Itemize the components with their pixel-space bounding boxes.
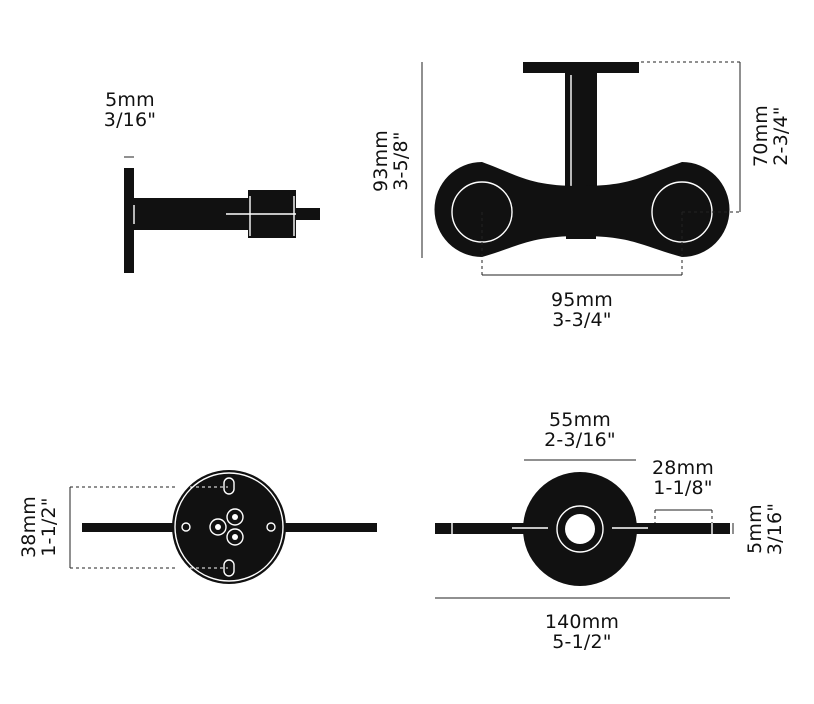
dimension-mm: 5mm <box>744 504 766 554</box>
side-view <box>124 156 320 273</box>
dimension-mm: 38mm <box>18 496 40 558</box>
screw-slot-bottom <box>223 559 235 577</box>
front-hook-body <box>434 162 730 257</box>
side-wall-plate <box>124 168 134 273</box>
dimension-inch: 3-5/8" <box>390 131 412 191</box>
dimension-inch: 5-1/2" <box>552 631 612 653</box>
back-rose-edge <box>174 472 284 582</box>
dimension-mm: 28mm <box>652 457 714 479</box>
pin-hole-left <box>181 522 191 532</box>
dimension-mm: 95mm <box>551 289 613 311</box>
bar-thickness-label: 5mm 3/16" <box>744 489 787 569</box>
dimension-inch: 1-1/8" <box>653 477 713 499</box>
dimension-inch: 2-3/4" <box>770 106 792 166</box>
dimension-inch: 1-1/2" <box>38 497 60 557</box>
top-view <box>435 459 734 599</box>
total-length-label: 140mm 5-1/2" <box>537 612 627 652</box>
front-view <box>421 61 741 276</box>
screw-center <box>232 514 238 520</box>
front-height-label: 93mm 3-5/8" <box>370 121 413 201</box>
front-top-plate <box>523 62 639 73</box>
screw-slot-top <box>223 477 235 495</box>
dimension-inch: 3-3/4" <box>552 309 612 331</box>
screw-head-3 <box>226 528 244 546</box>
screw-center <box>215 524 221 530</box>
dimension-inch: 3/16" <box>103 109 157 131</box>
pin-hole-right <box>266 522 276 532</box>
front-projection-label: 70mm 2-3/4" <box>750 96 793 176</box>
back-rose <box>172 470 286 584</box>
dimension-mm: 55mm <box>549 409 611 431</box>
top-hub-hole <box>565 514 595 544</box>
dimension-inch: 3/16" <box>764 502 786 556</box>
screw-head-2 <box>209 518 227 536</box>
screw-head-1 <box>226 508 244 526</box>
front-stem <box>565 73 597 191</box>
bar-offset-label: 28mm 1-1/8" <box>640 458 726 498</box>
dimension-mm: 140mm <box>544 611 620 633</box>
rose-diameter-label: 55mm 2-3/16" <box>530 410 630 450</box>
dimension-mm: 70mm <box>750 105 772 167</box>
dimension-mm: 93mm <box>370 130 392 192</box>
back-view <box>69 470 377 584</box>
dimension-inch: 2-3/16" <box>544 429 616 451</box>
screw-center <box>232 534 238 540</box>
front-bottom-collar <box>566 234 596 239</box>
top-hub-ring <box>556 505 604 553</box>
dimension-mm: 5mm <box>105 89 155 111</box>
front-width-label: 95mm 3-3/4" <box>537 290 627 330</box>
hole-spacing-label: 38mm 1-1/2" <box>18 487 61 567</box>
side-thickness-label: 5mm 3/16" <box>100 90 160 130</box>
